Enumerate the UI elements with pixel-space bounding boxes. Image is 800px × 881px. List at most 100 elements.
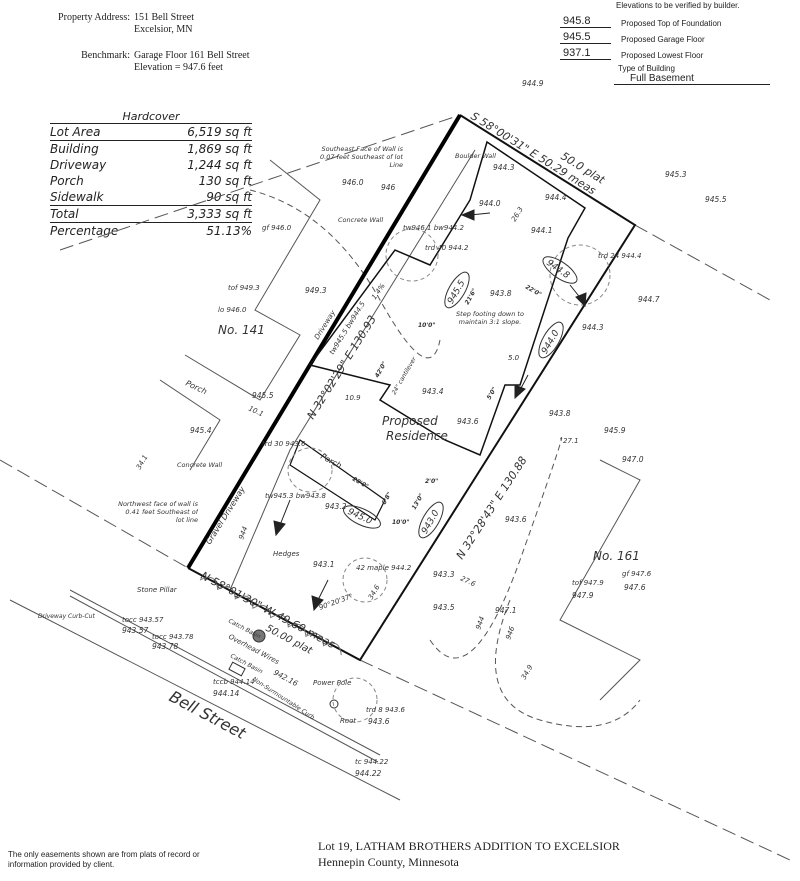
elevations-legend: Elevations to be verified by builder. 94… — [560, 0, 800, 85]
address-line1: 151 Bell Street — [134, 12, 194, 23]
spot-elevations: 944.9 944.3 944.4 945.3 945.5 944.0 944.… — [122, 79, 727, 778]
arrow-icon — [273, 520, 286, 537]
tof-161: tof 947.9 — [572, 579, 604, 587]
spot-elevation: 943.6 — [368, 717, 390, 726]
spot-elevation: 945.3 — [665, 170, 687, 179]
gf-141: gf 946.0 — [262, 224, 292, 232]
spot-elevation: 947.6 — [624, 583, 646, 592]
angle-label: 90°20'37" — [318, 592, 354, 612]
nw-face-note: Northwest face of wall is 0.41 feet Sout… — [118, 500, 198, 524]
boulder-wall-label: Boulder Wall — [455, 152, 496, 160]
dimension: 34.9 — [520, 663, 535, 681]
dimension: 26.3 — [510, 206, 525, 223]
elevations-note: Elevations to be verified by builder. — [616, 1, 740, 10]
drainage-arrows — [273, 209, 587, 612]
dimension: 10.9 — [345, 394, 361, 402]
catch-basin-grate-icon — [228, 661, 246, 677]
tree-icon — [385, 228, 439, 282]
elev-value: 945.5 — [560, 31, 611, 44]
south-line-label: N 58°01'30" W 49.60 meas — [199, 569, 338, 651]
proposed-residence-outline — [308, 140, 586, 457]
row-label: Driveway — [50, 158, 107, 172]
neighbor-labels: tof 949.3 lo 946.0 gf 946.0 tof 947.9 gf… — [122, 224, 652, 766]
row-value: 1,244 sq ft — [187, 158, 252, 172]
county: Hennepin County, Minnesota — [318, 855, 459, 869]
elev-value: 937.1 — [560, 47, 611, 60]
contour-946 — [249, 189, 441, 359]
house-141-label: No. 141 — [218, 323, 265, 337]
arrow-icon — [311, 595, 324, 612]
power-pole-label: Power Pole — [313, 679, 351, 687]
tocc-label: tocc 943.78 — [152, 633, 194, 641]
row-label: Sidewalk — [50, 190, 104, 204]
house-161-label: No. 161 — [593, 549, 640, 563]
porch-label: Porch — [184, 379, 208, 397]
house-dimension: 42'0" — [374, 360, 389, 379]
arrow-icon — [575, 292, 587, 308]
spot-elevation: 947.1 — [495, 606, 516, 615]
lot-line-se — [359, 659, 791, 861]
lo-141: lo 946.0 — [218, 306, 247, 314]
benchmark-line2: Elevation = 947.6 feet — [134, 62, 223, 73]
lot-line-nw — [59, 114, 461, 251]
arrow-icon — [514, 384, 526, 400]
spot-elevation: 944.0 — [479, 199, 501, 208]
spot-elevation: 942.16 — [272, 668, 300, 688]
tree-label: trd 8 943.6 — [366, 706, 406, 714]
dimension: 27.1 — [563, 437, 579, 445]
east-line-label: N 32°28'43" E 130.88 — [454, 454, 530, 561]
spot-elevation: 944.4 — [545, 193, 567, 202]
property-address: Property Address:151 Bell Street Excelsi… — [0, 12, 194, 36]
gf-161: gf 947.6 — [622, 570, 652, 578]
porch-outline — [289, 439, 386, 521]
root-label: Root — [340, 717, 356, 725]
elev-label: Proposed Lowest Floor — [621, 51, 704, 60]
spot-elevation: 945.4 — [190, 426, 212, 435]
house-dimension: 10'0" — [392, 519, 410, 526]
driveway-cut-label: Driveway Curb-Cut — [38, 613, 95, 620]
step-note: Step footing down to maintain 3:1 slope. — [456, 310, 524, 326]
row-label: Total — [50, 207, 79, 221]
building-type-label: Type of Building — [618, 64, 675, 73]
tree-label: trd 30 943.6 — [262, 440, 306, 448]
wall-elevation: tw946.1 bw944.2 — [403, 224, 464, 232]
spot-elevation: 943.8 — [490, 289, 512, 298]
building-type-value: Full Basement — [614, 73, 770, 85]
tocc-label: tocc 943.57 — [122, 616, 164, 624]
concrete-wall-label: Concrete Wall — [177, 461, 222, 469]
spot-elevation: 945.9 — [604, 426, 626, 435]
dimension: 10.1 — [247, 405, 265, 419]
spot-elevation: 943.57 — [122, 626, 148, 635]
cantilever-label: 24" cantilever — [391, 356, 418, 396]
dimension: 34.6 — [367, 583, 382, 601]
lot-line-ne — [634, 224, 771, 301]
spot-elevation: 943.5 — [433, 603, 455, 612]
tof-141: tof 949.3 — [228, 284, 260, 292]
spot-elevation: 943.6 — [505, 515, 527, 524]
spot-elevation: 944.9 — [522, 79, 544, 88]
spot-elevation: 947.9 — [572, 591, 594, 600]
spot-elevation: 947.0 — [622, 455, 644, 464]
hardcover-title: Hardcover — [122, 110, 180, 123]
power-pole-icon — [329, 699, 339, 709]
house-dimension: 5'0" — [486, 386, 499, 401]
lot-line-sw — [0, 459, 189, 569]
residence-label: Residence — [386, 429, 448, 443]
address-line2: Excelsior, MN — [134, 24, 193, 35]
spot-elevation: 949.3 — [305, 286, 327, 295]
benchmark-line1: Garage Floor 161 Bell Street — [134, 50, 250, 61]
elev-label: Proposed Top of Foundation — [621, 19, 722, 28]
spot-elevation: 944.1 — [531, 226, 552, 235]
wall-labels: tw946.1 bw944.2 tw945.3 bw943.8 tw945.5 … — [265, 224, 464, 500]
spot-elevation: 943.2 — [325, 502, 347, 511]
row-value: 6,519 sq ft — [187, 125, 252, 139]
house-dimension: 13'0" — [411, 492, 426, 511]
house-dimension: 10'0" — [418, 322, 436, 329]
house-dimension: 6'8" — [381, 491, 394, 506]
benchmark-label: Benchmark: — [81, 50, 130, 61]
arrow-icon — [460, 209, 475, 221]
